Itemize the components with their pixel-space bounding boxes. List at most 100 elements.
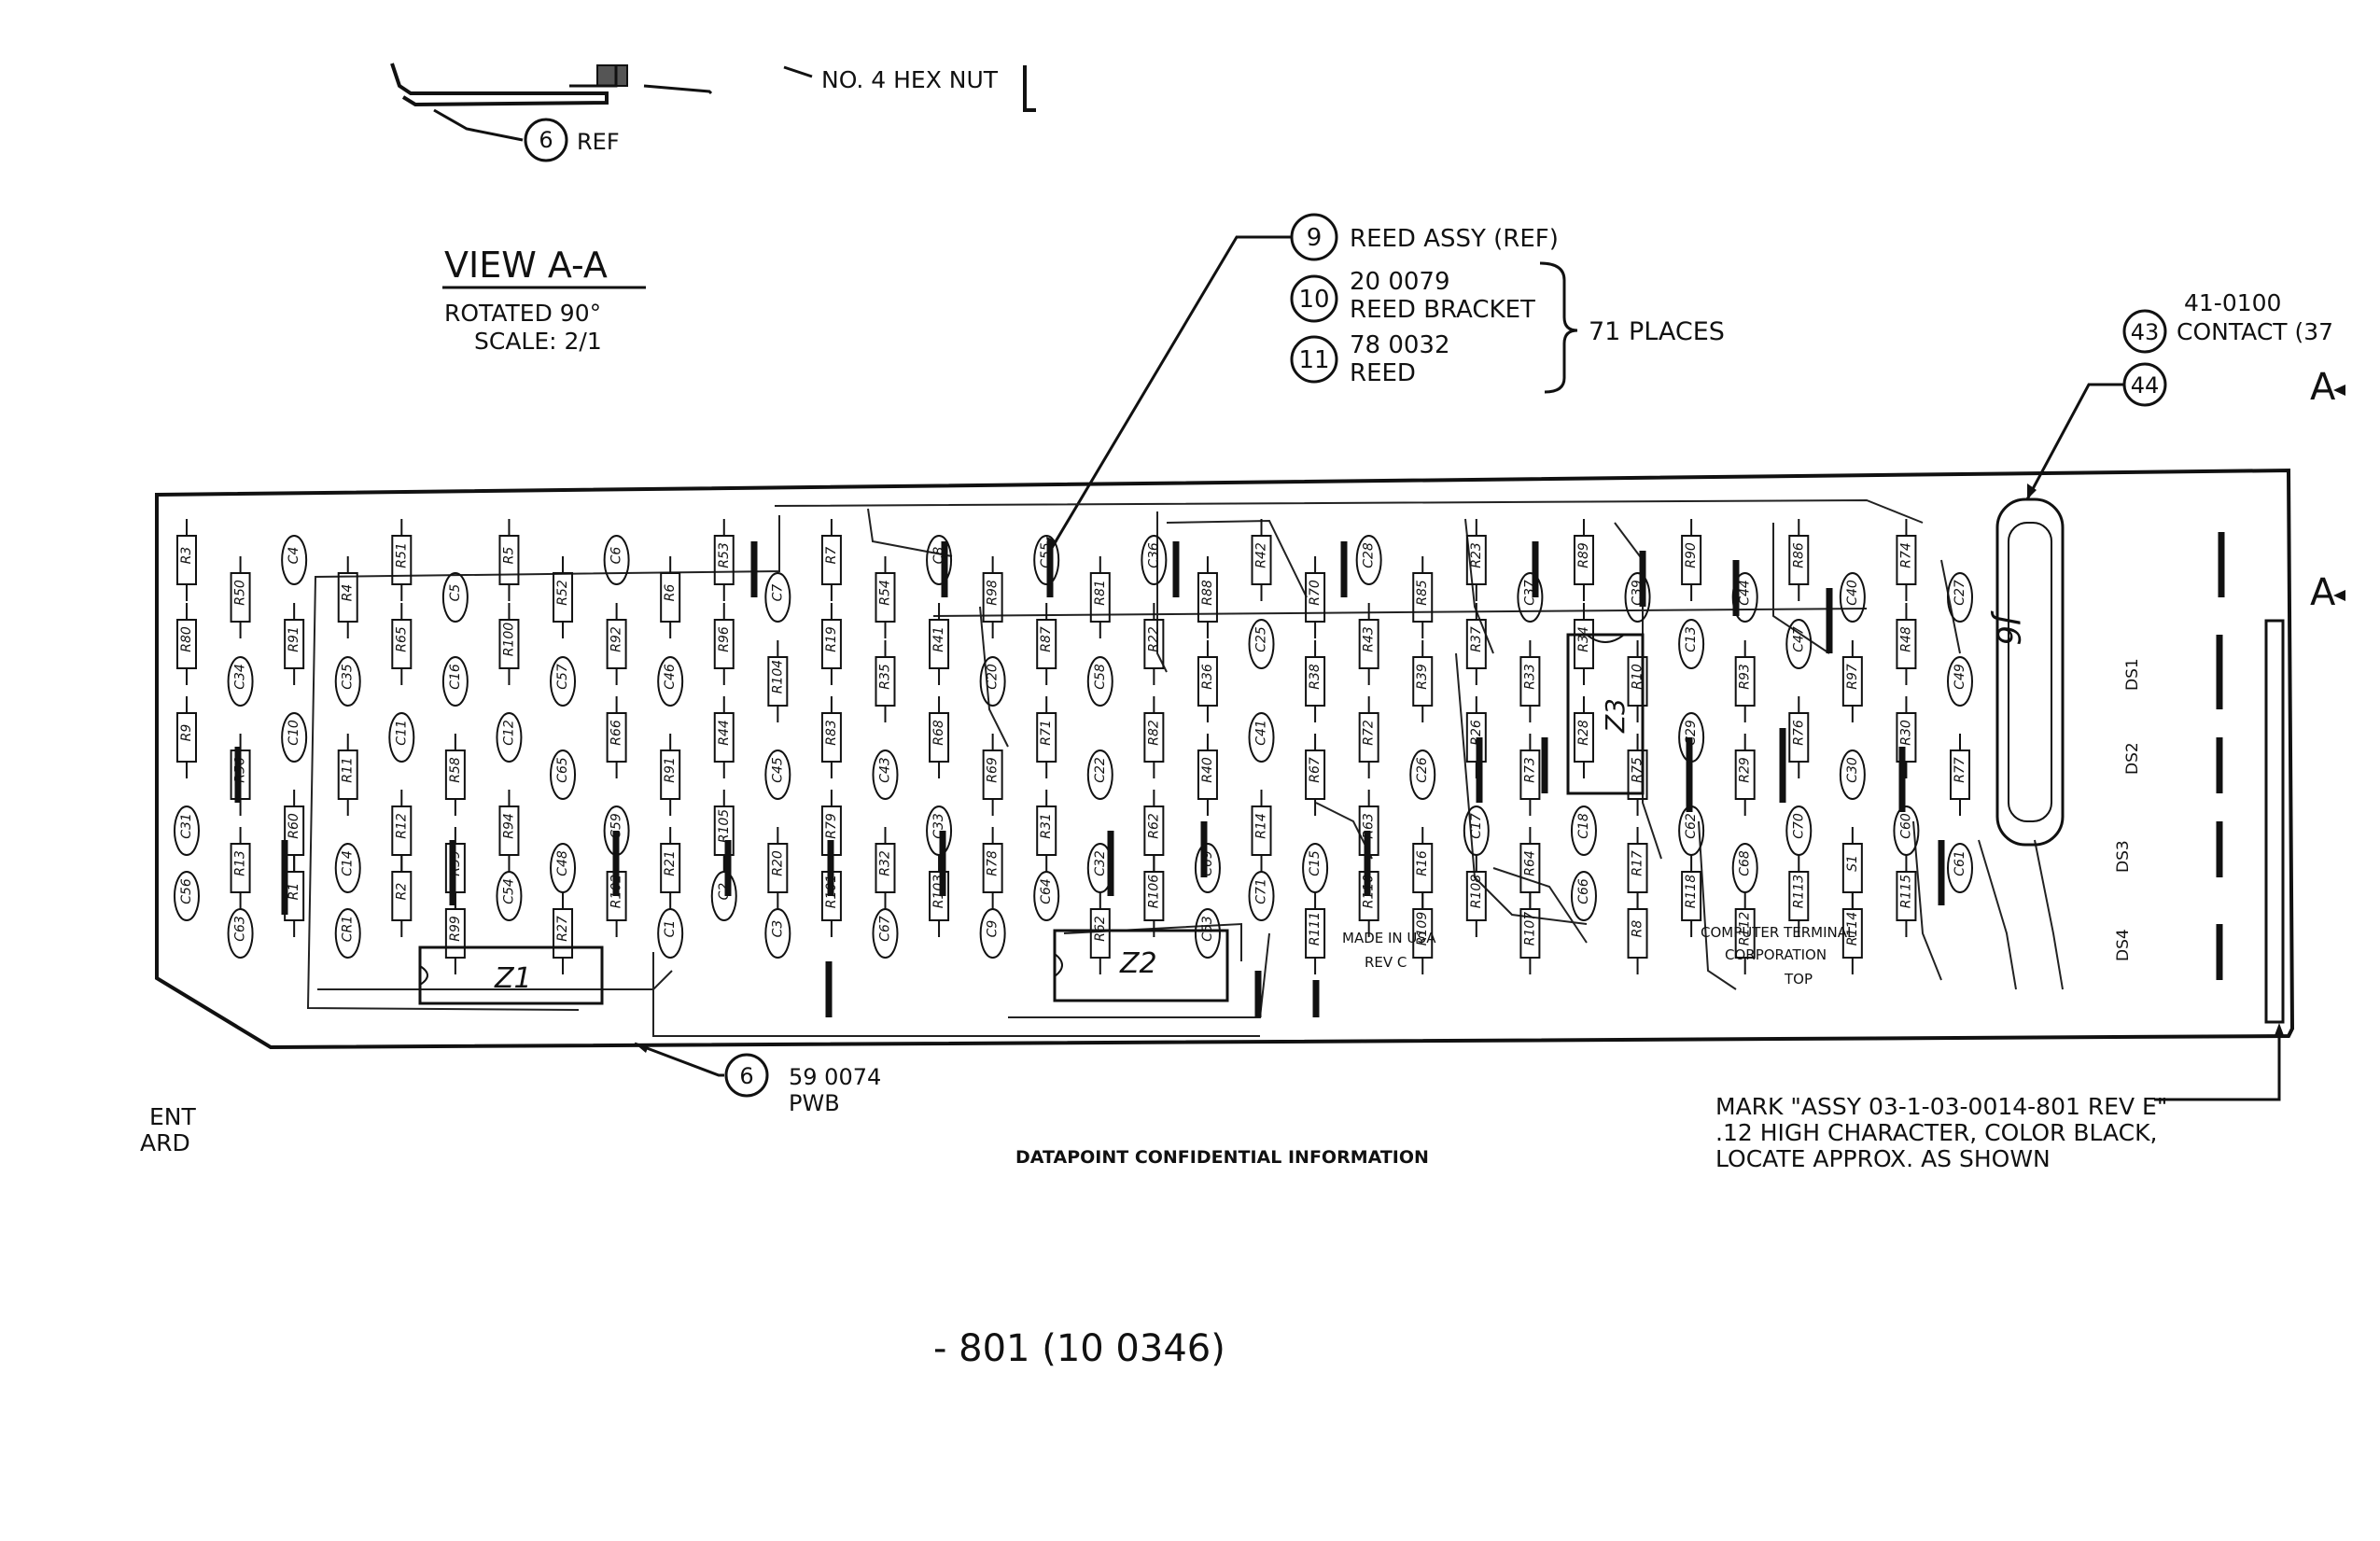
component-r92: R92 [606, 603, 627, 685]
component-label: R96 [717, 626, 732, 652]
component-c10: C10 [281, 712, 308, 763]
view-scale: SCALE: 2/1 [474, 328, 602, 355]
component-r58: R58 [444, 734, 466, 816]
component-r36: R36 [1197, 640, 1218, 722]
component-r108: R108 [1465, 855, 1487, 937]
item11-text: REED [1350, 359, 1416, 387]
component-label: R65 [394, 626, 409, 652]
component-c37: C37 [1517, 572, 1544, 623]
item6-ref-balloon [524, 118, 568, 162]
component-r19: R19 [820, 603, 842, 685]
component-label: R106 [1146, 875, 1161, 909]
component-label: R98 [986, 580, 1001, 606]
component-r10: R10 [1627, 640, 1648, 722]
component-label: R2 [394, 883, 409, 901]
component-r66: R66 [606, 696, 627, 778]
component-r107: R107 [1519, 892, 1541, 974]
component-c13: C13 [1678, 619, 1705, 669]
reed-pins [234, 532, 2225, 1017]
component-r78: R78 [982, 827, 1003, 909]
component-r31: R31 [1036, 790, 1057, 872]
component-label: R29 [1738, 757, 1753, 783]
component-label: C61 [1953, 850, 1967, 876]
component-label: C54 [501, 878, 516, 904]
company-line-2: CORPORATION [1725, 946, 1827, 963]
component-r111: R111 [1305, 892, 1326, 974]
component-r93: R93 [1734, 640, 1756, 722]
component-label: R72 [1362, 720, 1377, 746]
component-c39: C39 [1624, 572, 1651, 623]
svg-text:DS2: DS2 [2123, 742, 2142, 775]
component-label: C70 [1791, 813, 1806, 839]
component-label: C62 [1684, 813, 1699, 839]
component-label: C46 [663, 664, 678, 690]
component-r102: R102 [606, 855, 627, 937]
component-label: C20 [986, 664, 1001, 690]
component-label: R22 [1146, 626, 1161, 652]
component-label: C22 [1093, 757, 1108, 783]
component-c44: C44 [1731, 572, 1758, 623]
component-label: R33 [1522, 664, 1537, 690]
component-label: C49 [1953, 664, 1967, 690]
component-label: C16 [448, 664, 463, 690]
item11-number: 11 [1298, 346, 1329, 374]
component-r105: R105 [713, 790, 735, 872]
component-r13: R13 [230, 827, 251, 909]
component-label: R39 [1415, 664, 1430, 690]
item43-number: 43 [2131, 319, 2160, 345]
component-r53: R53 [713, 519, 735, 601]
component-label: C8 [931, 547, 946, 565]
component-label: R105 [717, 809, 732, 844]
component-r114: R114 [1841, 892, 1863, 974]
component-label: R50 [233, 580, 248, 606]
component-label: R93 [1738, 664, 1753, 690]
item10-number: 10 [1298, 286, 1329, 314]
component-c15: C15 [1302, 843, 1329, 893]
component-c5: C5 [441, 572, 469, 623]
component-label: R73 [1522, 757, 1537, 783]
component-r94: R94 [498, 790, 520, 872]
component-label: C39 [1631, 580, 1645, 606]
component-label: R91 [287, 626, 301, 652]
component-r43: R43 [1358, 603, 1379, 685]
component-label: R94 [501, 813, 516, 839]
component-label: R115 [1898, 875, 1913, 909]
component-c18: C18 [1570, 806, 1597, 856]
component-label: R102 [609, 875, 624, 909]
component-r97: R97 [1841, 640, 1863, 722]
component-r65: R65 [391, 603, 413, 685]
component-label: C57 [555, 664, 570, 690]
places-label: 71 PLACES [1589, 317, 1725, 346]
component-label: C36 [1146, 542, 1161, 568]
component-label: C3 [770, 920, 785, 938]
item11-part: 78 0032 [1350, 331, 1450, 359]
component-label: C35 [341, 664, 356, 690]
component-r88: R88 [1197, 556, 1218, 638]
component-label: R103 [931, 875, 946, 908]
component-label: C53 [1200, 916, 1215, 942]
component-c16: C16 [441, 656, 469, 707]
component-label: R71 [1039, 720, 1054, 746]
component-label: R118 [1684, 875, 1699, 909]
edge-strip [2264, 619, 2285, 1024]
component-c48: C48 [550, 843, 577, 893]
component-label: R111 [1308, 912, 1323, 946]
component-r118: R118 [1681, 855, 1702, 937]
reed-callouts: 9 REED ASSY (REF) 10 20 0079 REED BRACKE… [1046, 213, 1725, 553]
component-r67: R67 [1305, 734, 1326, 816]
component-c14: C14 [334, 843, 361, 893]
component-label: C68 [1738, 850, 1753, 876]
section-marks: A A [2310, 366, 2345, 614]
hex-nut-label: NO. 4 HEX NUT [821, 66, 999, 93]
component-label: R112 [1738, 912, 1753, 946]
component-label: C27 [1953, 580, 1967, 606]
component-label: R43 [1362, 626, 1377, 652]
component-label: R75 [1631, 757, 1645, 783]
component-label: R85 [1415, 580, 1430, 606]
company-line-1: COMPUTER TERMINAL [1701, 924, 1855, 941]
component-r4: R4 [337, 556, 358, 638]
component-label: C66 [1576, 878, 1591, 904]
component-label: R97 [1845, 664, 1860, 690]
component-c43: C43 [872, 749, 899, 800]
